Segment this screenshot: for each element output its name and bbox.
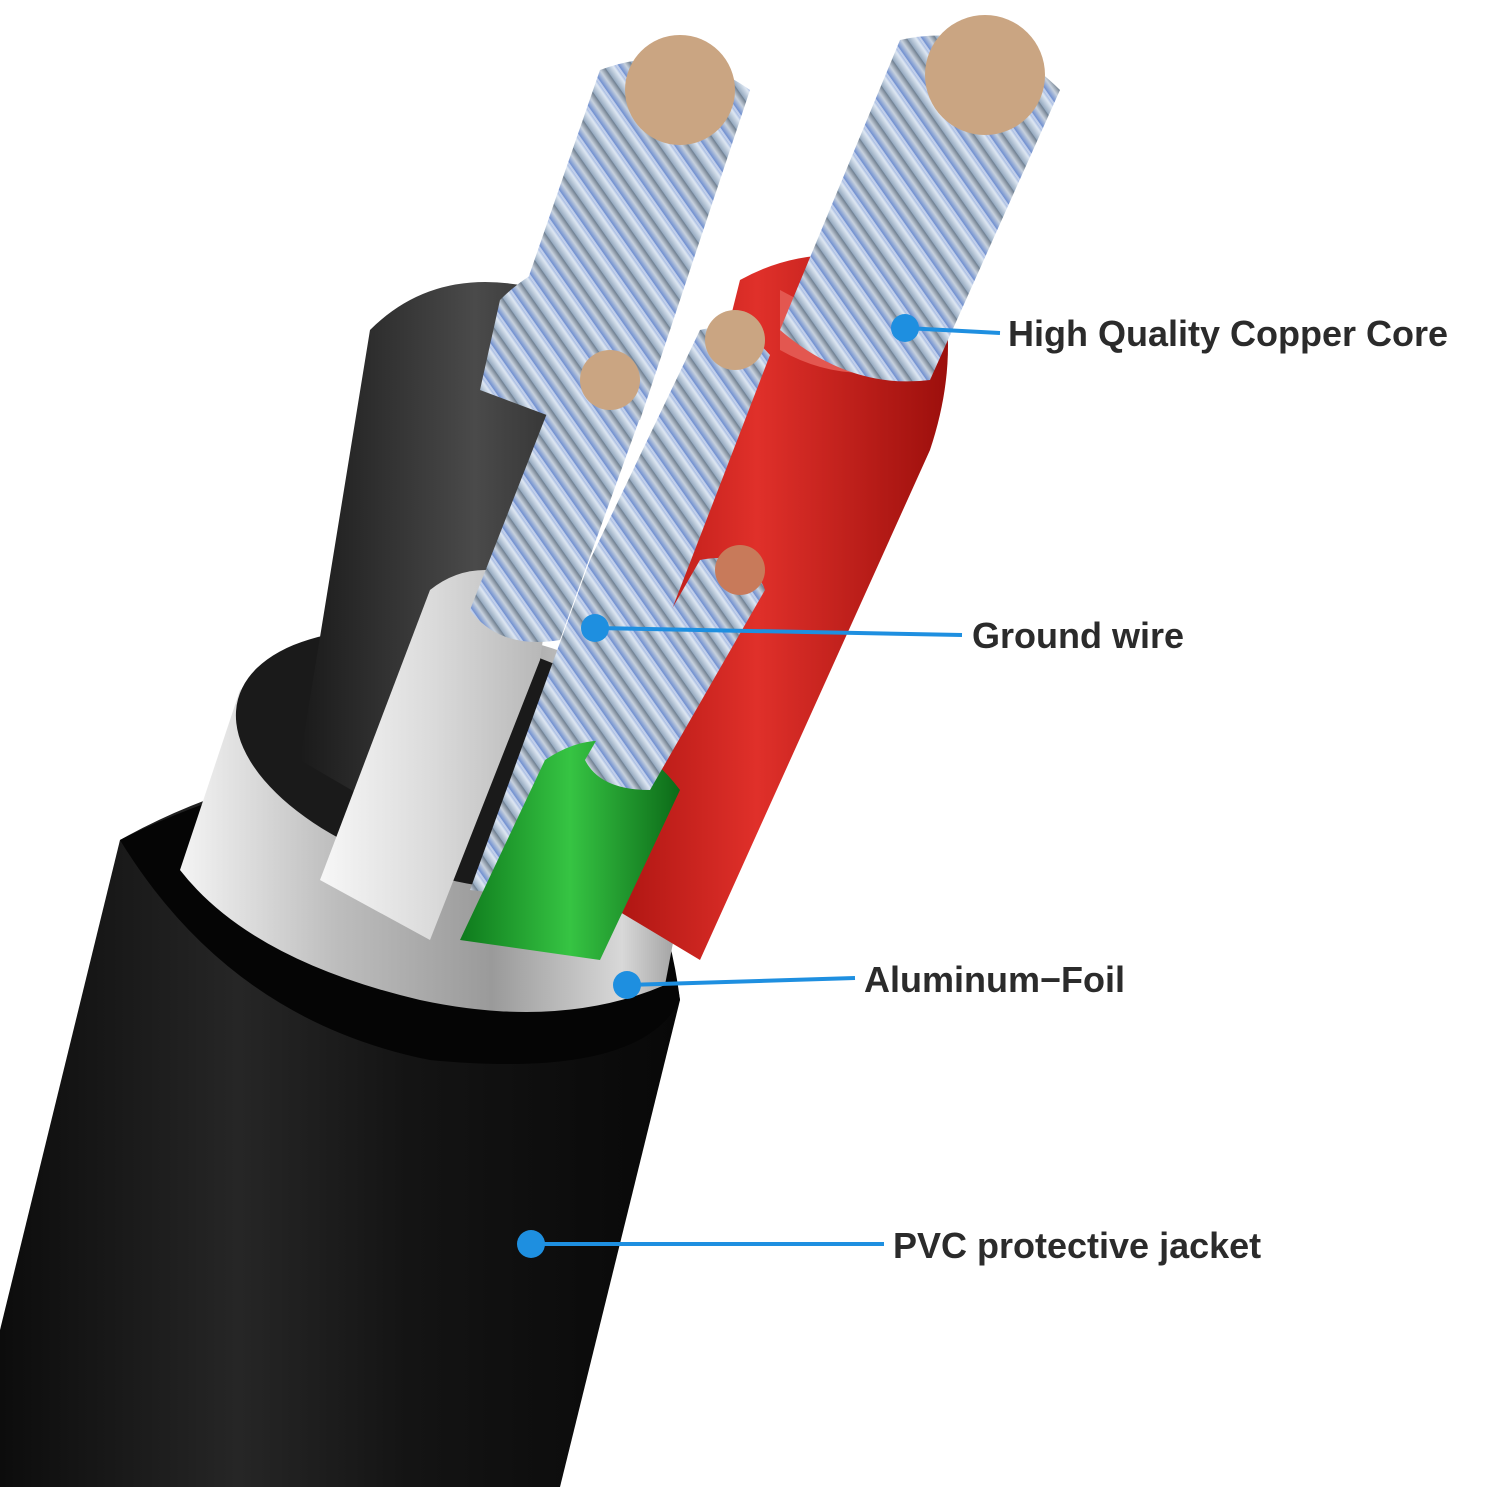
aluminum-foil-label: Aluminum−Foil [864, 959, 1125, 1000]
callout-core-pointer [891, 314, 1001, 342]
copper-strand-ends [580, 15, 1045, 595]
ground-wire-label: Ground wire [972, 615, 1185, 656]
callout-jacket-pointer [517, 1230, 884, 1258]
callout-foil-pointer [613, 971, 856, 999]
callout-ground-pointer [581, 614, 963, 642]
green-wire [460, 558, 765, 960]
copper-core-label: High Quality Copper Core [1008, 313, 1449, 354]
pvc-jacket-label: PVC protective jacket [893, 1225, 1262, 1266]
white-wire [320, 372, 650, 940]
ground-wire [470, 327, 770, 900]
